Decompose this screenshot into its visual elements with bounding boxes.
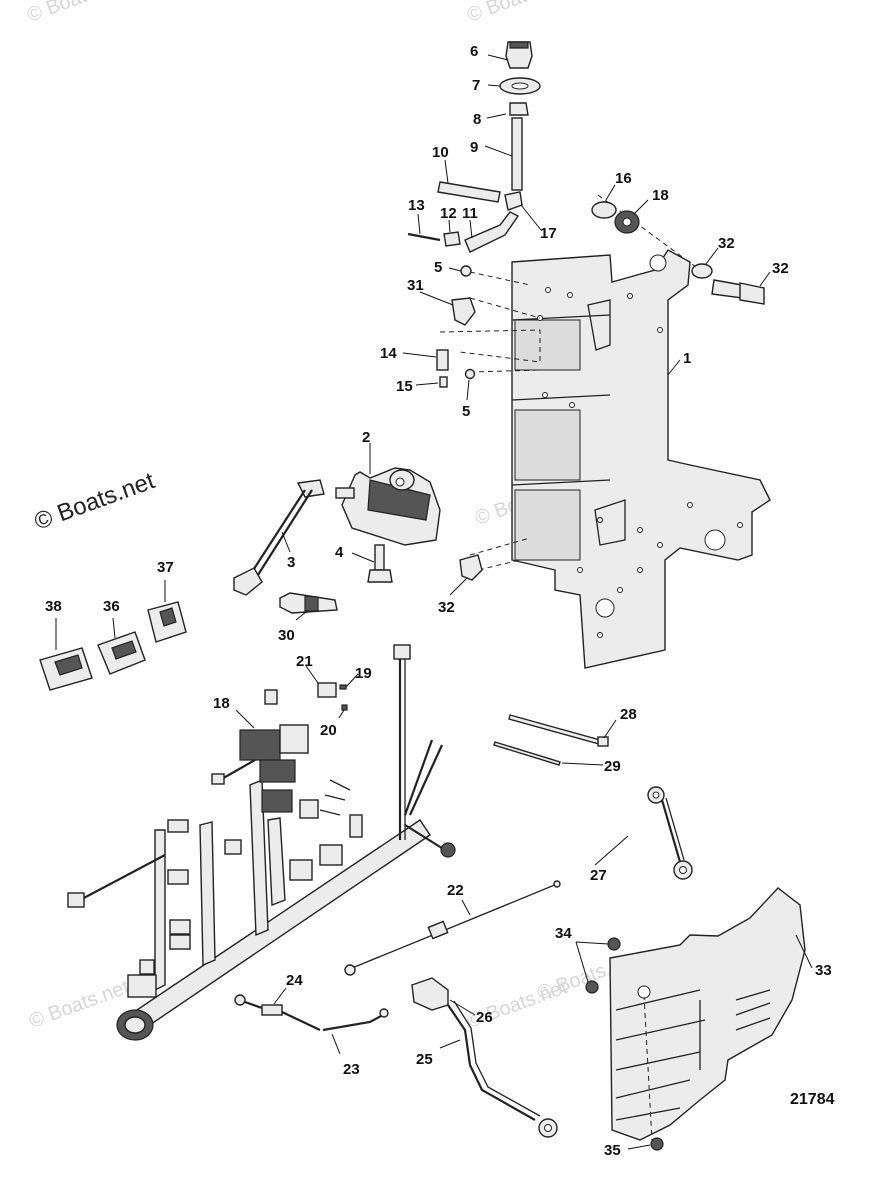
callout-35: 33 xyxy=(815,962,832,979)
connector-39 xyxy=(39,647,93,691)
cable-ties xyxy=(493,714,609,766)
callout-5-top: 5 xyxy=(434,259,442,276)
wiring-harness xyxy=(67,644,456,1041)
ignition-coil xyxy=(335,467,441,546)
callout-34: 32 xyxy=(772,260,789,277)
callout-25: 24 xyxy=(286,972,303,989)
callout-5-lower: 5 xyxy=(462,403,470,420)
callout-31: 30 xyxy=(278,627,295,644)
callout-36-top: 34 xyxy=(555,925,572,942)
callout-29: 28 xyxy=(620,706,637,723)
callout-36-bottom: 35 xyxy=(604,1142,621,1159)
callout-11: 11 xyxy=(462,205,478,222)
connector-38 xyxy=(97,631,146,675)
callout-22: 21 xyxy=(296,653,313,670)
sensor-lead xyxy=(344,880,561,976)
callout-32-top: 31 xyxy=(407,277,424,294)
coil-bolt xyxy=(367,544,393,583)
callout-21: 20 xyxy=(320,722,337,739)
callout-6: 6 xyxy=(470,43,478,60)
jumper-lead-24 xyxy=(322,1008,389,1032)
electrical-cover xyxy=(609,887,806,1141)
callout-38: 36 xyxy=(103,598,120,615)
callout-39: 38 xyxy=(45,598,62,615)
callout-24: 23 xyxy=(343,1061,360,1078)
callout-30: 29 xyxy=(604,758,621,775)
callout-15: 15 xyxy=(396,378,413,395)
jumper-lead-25 xyxy=(234,994,321,1031)
callout-18: 18 xyxy=(652,187,669,204)
battery-cable xyxy=(411,977,558,1138)
spark-plug xyxy=(279,592,338,614)
callout-19: 18 xyxy=(213,695,230,712)
small-terminal-parts xyxy=(317,682,348,711)
callout-3: 3 xyxy=(287,554,295,571)
callout-33: 32 xyxy=(718,235,735,252)
callout-12: 12 xyxy=(440,205,457,222)
callout-37: 37 xyxy=(157,559,174,576)
watermark-top-center: © Boats.net xyxy=(464,0,570,27)
callout-2: 2 xyxy=(362,429,370,446)
callout-13: 13 xyxy=(408,197,425,214)
figure-number: 21784 xyxy=(790,1091,835,1108)
callout-10: 10 xyxy=(432,144,449,161)
callout-4: 4 xyxy=(335,544,344,561)
callout-28: 27 xyxy=(590,867,607,884)
watermark-top-left: © Boats.net xyxy=(24,0,130,27)
callout-7: 7 xyxy=(472,77,480,94)
callout-1: 1 xyxy=(683,350,691,367)
spark-plug-lead xyxy=(233,479,325,596)
callout-17: 17 xyxy=(540,225,557,242)
watermark-left-large: © Boats.net xyxy=(31,467,159,535)
callout-9: 9 xyxy=(470,139,478,156)
cover-grommets xyxy=(585,937,664,1151)
callout-23: 22 xyxy=(447,882,464,899)
fuel-fitting-group xyxy=(407,41,765,388)
callout-26: 25 xyxy=(416,1051,433,1068)
callout-27: 26 xyxy=(476,1009,493,1026)
callout-14: 14 xyxy=(380,345,397,362)
clip-lower xyxy=(459,554,483,581)
ground-strap xyxy=(647,786,693,880)
mounting-bracket xyxy=(511,249,771,669)
callout-16: 16 xyxy=(615,170,632,187)
callout-8: 8 xyxy=(473,111,481,128)
connector-37 xyxy=(147,601,187,643)
callout-32-lower: 32 xyxy=(438,599,455,616)
callout-20: 19 xyxy=(355,665,372,682)
